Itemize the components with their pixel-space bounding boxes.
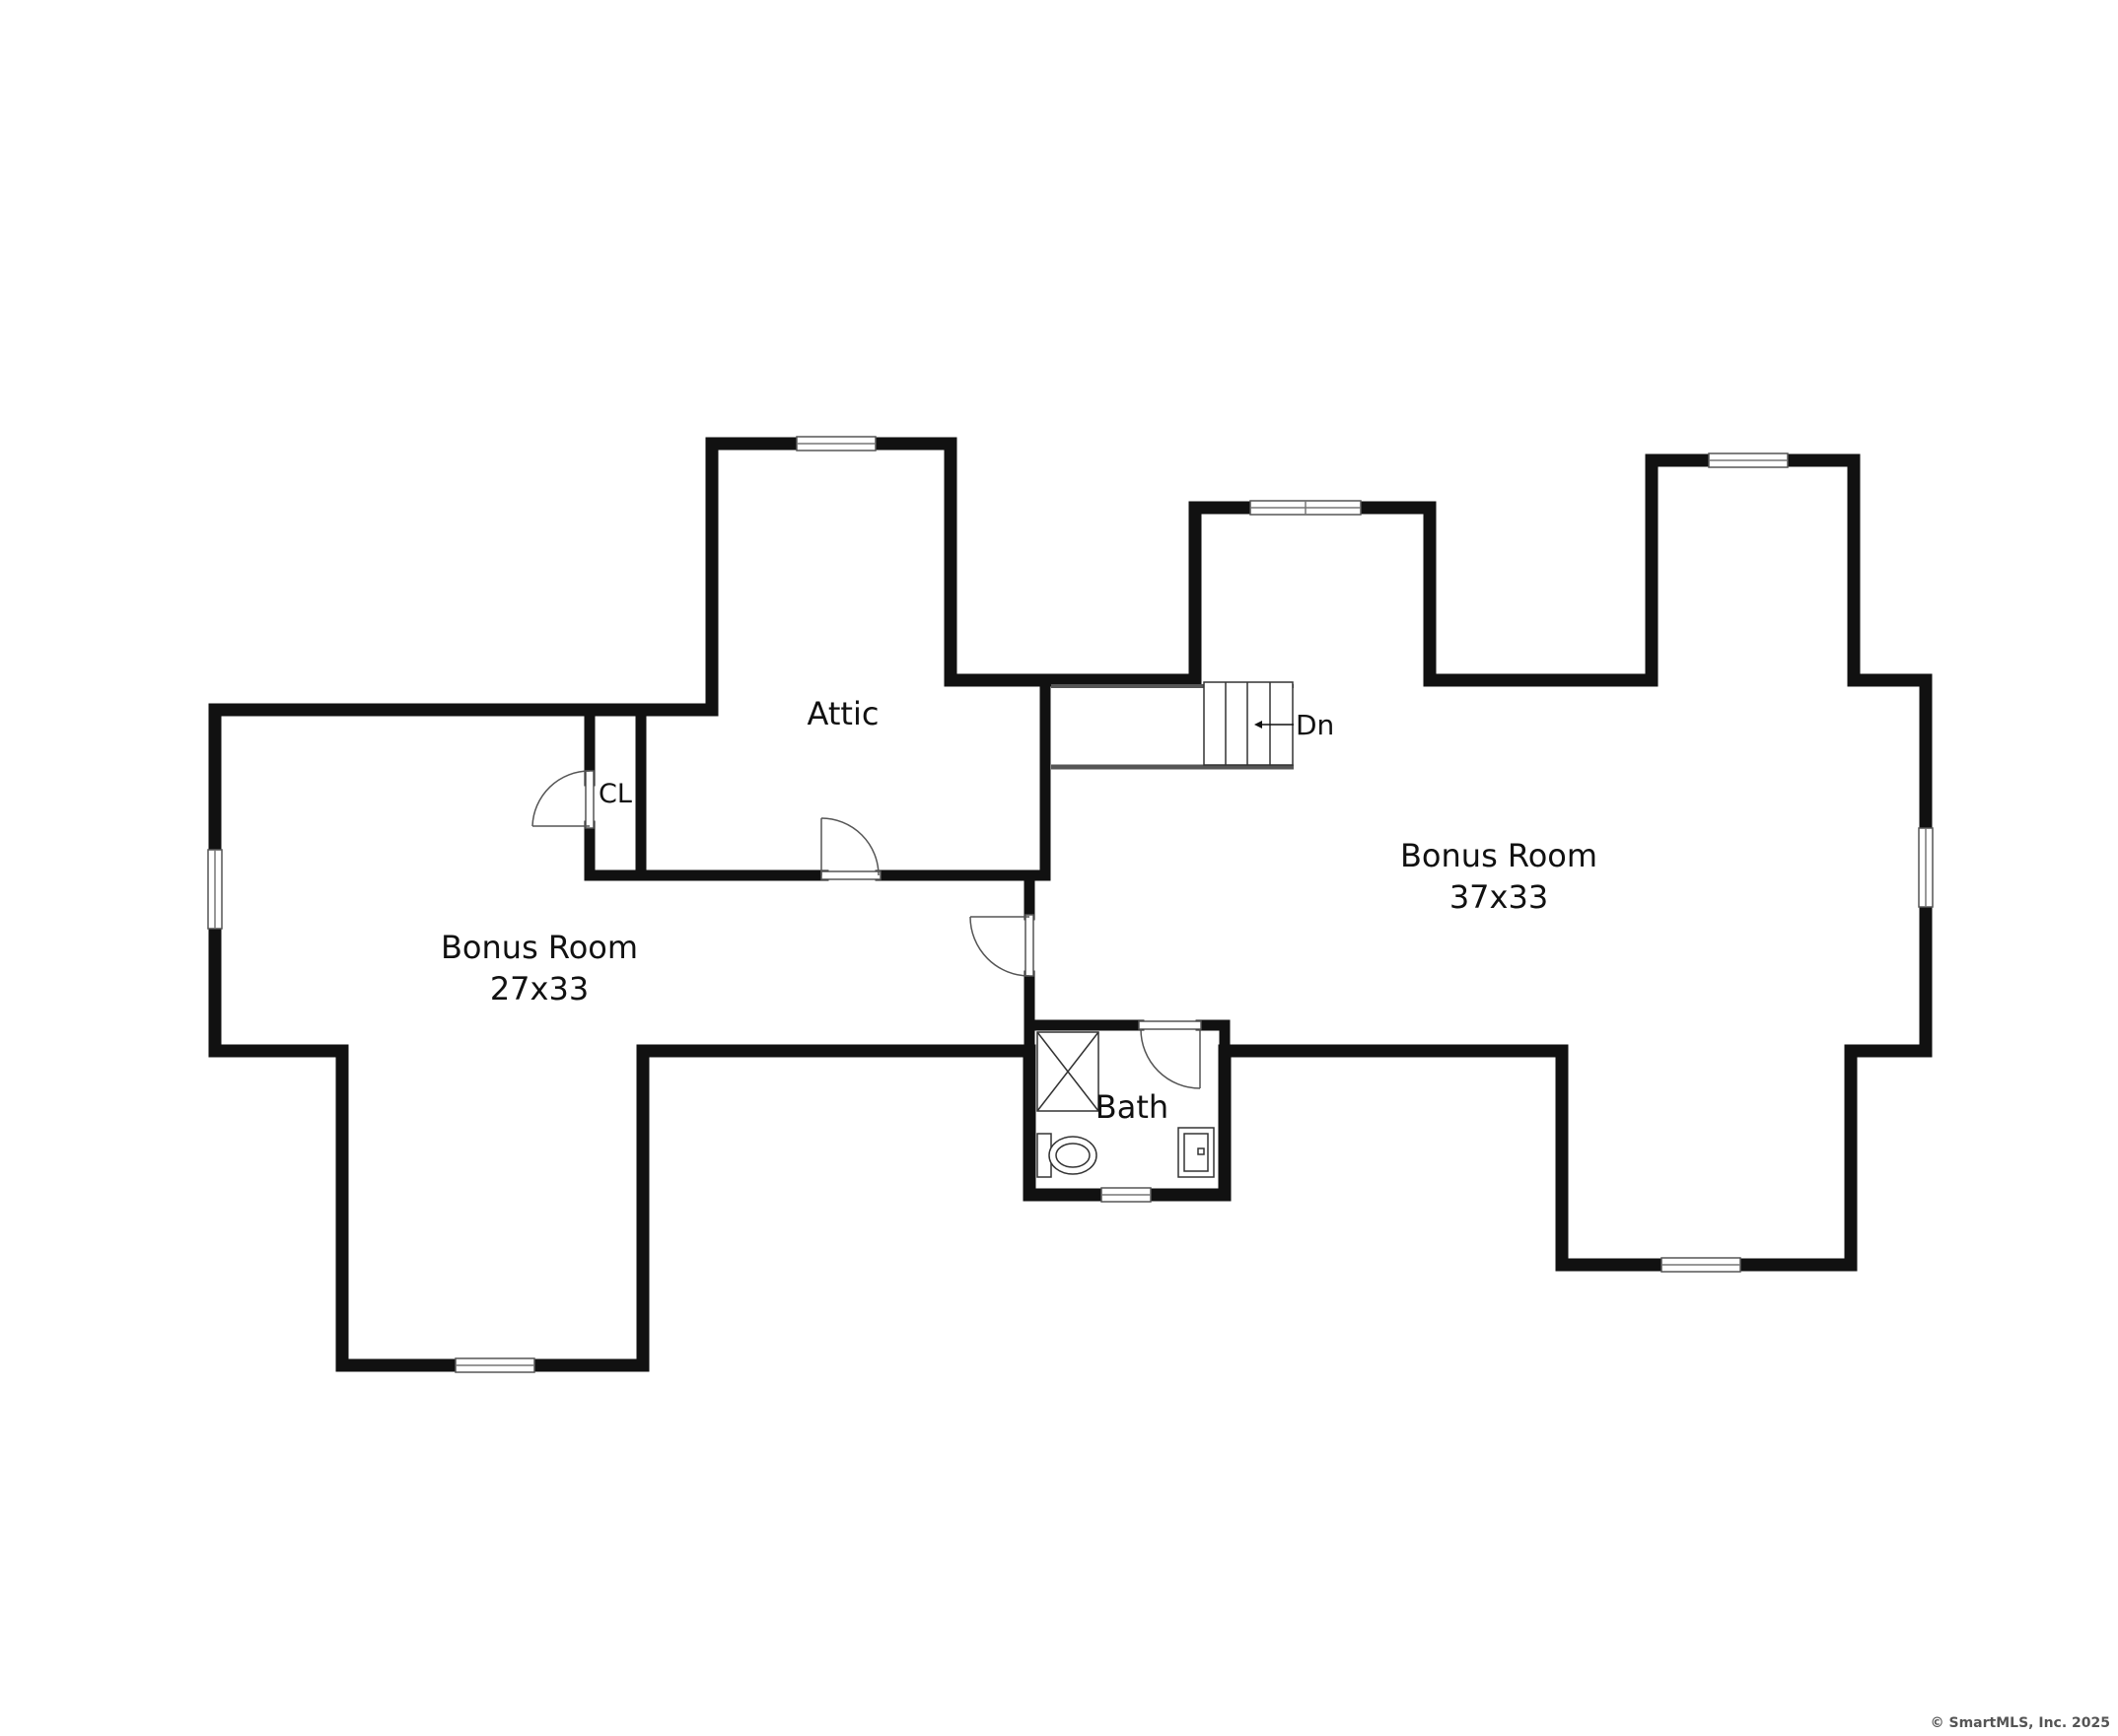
door-closet <box>531 770 595 829</box>
shower-icon <box>1036 1031 1099 1112</box>
room-size-bonus-right: 37x33 <box>1449 878 1548 916</box>
sink-icon <box>1177 1127 1215 1178</box>
windows <box>207 436 1934 1373</box>
bath-fixtures <box>1036 1031 1215 1178</box>
doors <box>531 770 1202 1089</box>
wall-left-wing <box>208 437 1933 1372</box>
room-name-bonus-right: Bonus Room <box>1400 837 1597 874</box>
room-size-bonus-left: 27x33 <box>490 970 589 1007</box>
room-name-closet: CL <box>599 779 632 809</box>
stair-treads <box>1203 681 1294 766</box>
interior-walls <box>584 680 1231 1057</box>
room-name-bonus-left: Bonus Room <box>441 929 638 966</box>
room-name-attic: Attic <box>808 695 880 732</box>
room-name-bath: Bath <box>1095 1088 1168 1126</box>
stair-label: Dn <box>1296 709 1334 741</box>
stairs: Dn <box>1051 681 1334 770</box>
door-attic <box>820 817 882 880</box>
room-labels: Bonus Room 27x33 Attic CL Bonus Room 37x… <box>441 695 1597 1126</box>
door-bath <box>1138 1020 1202 1089</box>
door-divider <box>969 914 1034 977</box>
copyright-text: © SmartMLS, Inc. 2025 <box>1931 1715 2110 1731</box>
walls <box>208 437 1933 1372</box>
toilet-icon <box>1036 1133 1097 1178</box>
